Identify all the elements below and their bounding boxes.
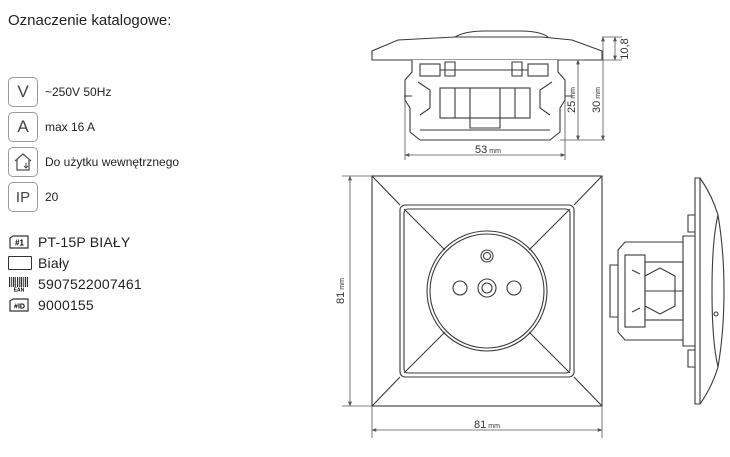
dim-depth-overall: 30mm bbox=[591, 87, 603, 113]
svg-text:EAN: EAN bbox=[14, 288, 25, 293]
spec-voltage-text: ~250V 50Hz bbox=[45, 85, 112, 99]
product-ean-row: EAN 5907522007461 bbox=[8, 274, 142, 294]
dim-depth-total: 10,8 bbox=[619, 38, 631, 59]
product-code-row: #1 PT-15P BIAŁY bbox=[8, 232, 130, 252]
spec-ip: IP 20 bbox=[8, 181, 58, 213]
product-id: 9000155 bbox=[38, 297, 94, 313]
product-color-row: Biały bbox=[8, 253, 69, 273]
product-id-row: #ID 9000155 bbox=[8, 295, 94, 315]
product-ean: 5907522007461 bbox=[38, 276, 142, 292]
product-id-icon: #ID bbox=[8, 297, 32, 313]
product-code: PT-15P BIAŁY bbox=[38, 234, 131, 250]
top-side-view bbox=[371, 30, 603, 141]
indoor-use-icon bbox=[8, 147, 38, 177]
svg-text:#1: #1 bbox=[15, 239, 24, 248]
dim-height-front: 81mm bbox=[335, 278, 347, 304]
spec-usage-text: Do użytku wewnętrznego bbox=[45, 155, 180, 169]
ip-rating-icon: IP bbox=[8, 182, 38, 212]
spec-usage: Do użytku wewnętrznego bbox=[8, 146, 179, 178]
dim-depth-mechanism: 25mm bbox=[566, 87, 578, 113]
spec-current: A max 16 A bbox=[8, 111, 95, 143]
product-color: Biały bbox=[38, 255, 70, 271]
top-dimensions bbox=[404, 36, 622, 160]
product-code-icon: #1 bbox=[8, 234, 32, 250]
barcode-icon: EAN bbox=[8, 276, 32, 292]
spec-current-text: max 16 A bbox=[45, 120, 96, 134]
right-side-view bbox=[609, 177, 725, 405]
spec-ip-text: 20 bbox=[45, 190, 59, 204]
front-dimensions bbox=[342, 175, 603, 438]
current-icon: A bbox=[8, 112, 38, 142]
front-view bbox=[371, 175, 603, 407]
voltage-icon: V bbox=[8, 77, 38, 107]
color-swatch-icon bbox=[8, 255, 32, 271]
svg-text:#ID: #ID bbox=[14, 304, 25, 311]
page-title: Oznaczenie katalogowe: bbox=[8, 12, 172, 29]
spec-voltage: V ~250V 50Hz bbox=[8, 76, 111, 108]
